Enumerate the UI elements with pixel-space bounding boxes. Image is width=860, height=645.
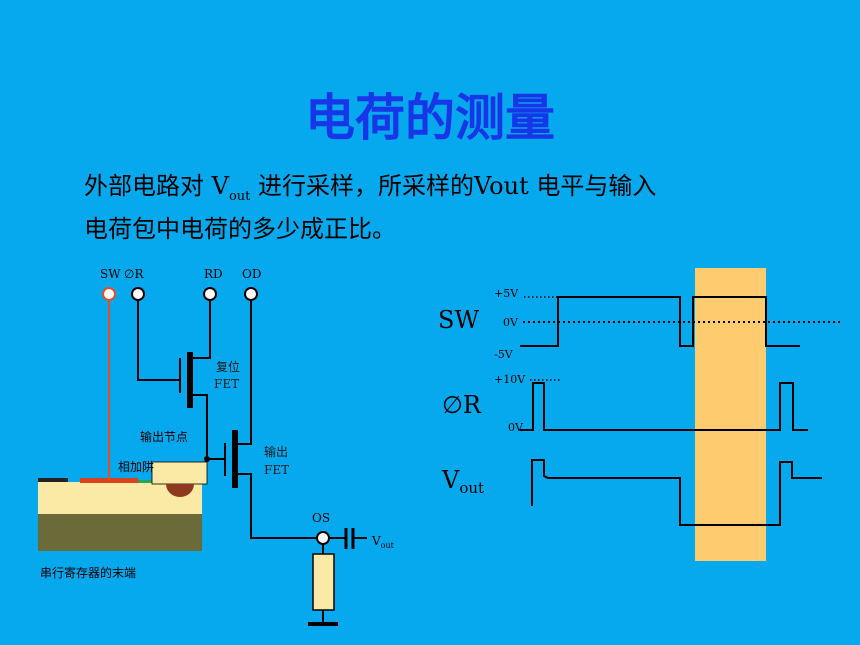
od-terminal	[244, 287, 258, 301]
vout-circuit-label: Vout	[371, 534, 395, 550]
output-diffusion-node	[166, 484, 194, 497]
od-wire	[235, 300, 252, 445]
gate-strip	[138, 480, 152, 483]
phi-r-wire	[137, 300, 180, 381]
summing-well-label: 相加阱	[118, 460, 154, 474]
sw-0v-label: 0V	[503, 316, 519, 329]
rd-terminal	[203, 287, 217, 301]
gate-electrode	[38, 478, 68, 482]
vout-signal-label: Vout	[441, 466, 484, 497]
output-fet-label-1: 输出	[264, 444, 288, 459]
output-node-label: 输出节点	[140, 429, 188, 444]
os-terminal	[316, 531, 330, 545]
substrate-bottom-layer	[38, 514, 202, 551]
page-title: 电荷的测量	[305, 89, 555, 147]
output-source-wire	[235, 473, 323, 539]
sw-terminal-label: SW	[100, 267, 121, 281]
summing-well-electrode	[80, 478, 138, 483]
output-diffusion-pad	[151, 461, 208, 485]
sw-waveform	[520, 296, 800, 347]
phi-r-terminal-label: ∅R	[124, 267, 144, 281]
phi-r-terminal	[131, 287, 145, 301]
circuit-diagram: SW ∅R RD OD 复位 FET 输出节点 相加阱	[38, 267, 395, 626]
sw-plus5v-label: +5V	[494, 287, 519, 300]
description-line-2: 电荷包中电荷的多少成正比。	[84, 214, 396, 243]
phi-r-0v-label: 0V	[508, 421, 524, 434]
load-resistor	[312, 553, 335, 611]
sample-window-highlight	[695, 268, 766, 561]
reset-fet-label-2: FET	[214, 377, 239, 391]
sw-minus5v-label: -5V	[494, 348, 514, 361]
reset-source-wire	[190, 394, 208, 460]
phi-r-waveform	[520, 382, 808, 431]
phi-r-plus10v-label: +10V	[494, 373, 526, 386]
output-fet-label-2: FET	[264, 463, 289, 477]
rd-wire	[190, 300, 211, 359]
register-end-label: 串行寄存器的末端	[40, 565, 136, 580]
timing-diagram: SW +5V 0V -5V ∅R +10V 0V Vout	[438, 268, 842, 561]
od-terminal-label: OD	[242, 267, 261, 281]
reset-fet-label-1: 复位	[216, 359, 240, 374]
description-text: 外部电路对 Vout 进行采样，所采样的Vout 电平与输入 电荷包中电荷的多少…	[84, 170, 784, 246]
sw-terminal	[102, 287, 116, 301]
description-line-1: 外部电路对 Vout 进行采样，所采样的Vout 电平与输入	[84, 172, 657, 204]
os-terminal-label: OS	[312, 511, 330, 525]
rd-terminal-label: RD	[204, 267, 223, 281]
sw-signal-label: SW	[438, 306, 479, 334]
phi-r-signal-label: ∅R	[442, 391, 482, 419]
vout-waveform	[531, 459, 822, 526]
